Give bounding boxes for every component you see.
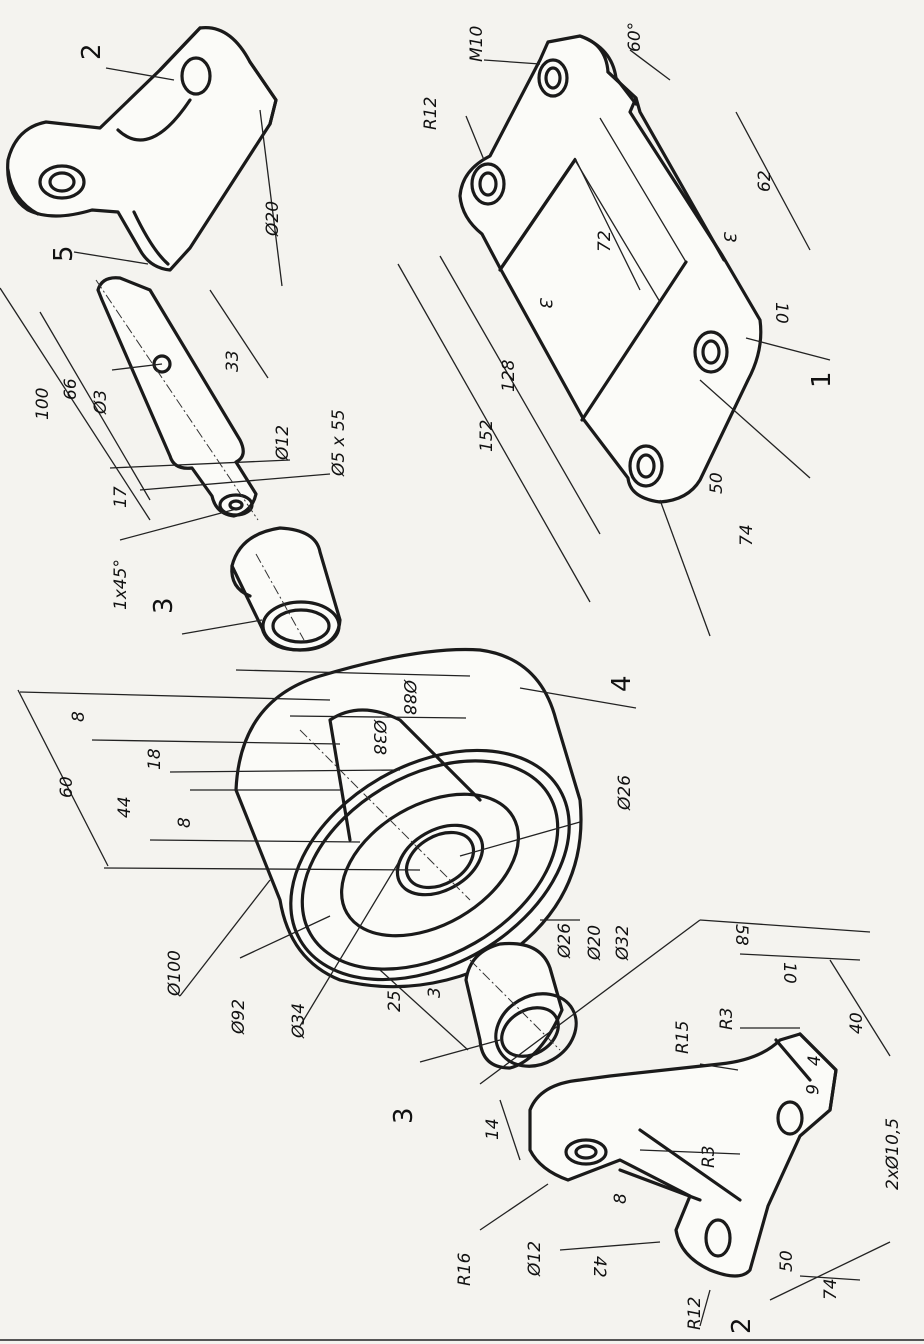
- bushing-lower: [379, 919, 580, 1070]
- dim-label: Ø20: [263, 201, 283, 237]
- dim-label: Ø3: [91, 390, 111, 415]
- dim-label: Ø12: [525, 1241, 545, 1277]
- dim-label: 58: [731, 924, 751, 946]
- dim-label: 60: [57, 776, 77, 798]
- dim-label: 6: [801, 1084, 821, 1095]
- dim-label: R15: [673, 1021, 693, 1054]
- dim-label: 3: [535, 298, 555, 309]
- dim-label: 72: [595, 230, 615, 252]
- part-number-4: 4: [607, 675, 637, 692]
- dim-label: 50: [777, 1250, 797, 1272]
- part-number-3-upper: 3: [149, 597, 179, 614]
- dim-label: Ø32: [613, 925, 633, 961]
- part-number-3-lower: 3: [389, 1107, 419, 1124]
- dim-label: Ø26: [615, 775, 635, 811]
- dim-label: 74: [821, 1278, 841, 1300]
- dim-label: 8: [175, 817, 195, 828]
- dim-label: Ø5 x 55: [329, 409, 349, 477]
- dim-label: 1x45°: [111, 559, 131, 610]
- part-number-2-bottom: 2: [727, 1317, 757, 1334]
- dim-label: Ø34: [289, 1003, 309, 1039]
- dim-label: Ø38: [369, 719, 389, 755]
- dim-label: Ø26: [555, 923, 575, 959]
- dim-label: 50: [707, 472, 727, 494]
- dim-label: 40: [847, 1012, 867, 1034]
- dim-label: Ø92: [229, 999, 249, 1035]
- dim-label: 14: [483, 1118, 503, 1140]
- base-plate: [397, 34, 831, 637]
- dim-label: 18: [145, 748, 165, 770]
- dim-label: R12: [421, 97, 441, 130]
- dim-label: 152: [477, 420, 497, 452]
- dim-label: 33: [223, 350, 243, 372]
- dim-label: 128: [499, 359, 519, 392]
- dim-label: 2xØ10,5: [883, 1118, 903, 1190]
- dim-label: 8: [611, 1193, 631, 1204]
- bushing-upper: [181, 526, 342, 652]
- shaft: [0, 109, 331, 541]
- dim-label: R3: [699, 1145, 719, 1168]
- dim-label: 74: [737, 524, 757, 546]
- dim-label: 44: [115, 796, 135, 818]
- dim-label: 100: [33, 388, 53, 420]
- bracket-bottom: [479, 919, 891, 1327]
- dim-label: 3: [719, 232, 739, 243]
- part-number-1: 1: [807, 371, 837, 388]
- dim-label: R3: [717, 1007, 737, 1030]
- part-number-5: 5: [49, 245, 79, 262]
- part-number-2-top: 2: [77, 43, 107, 60]
- dim-label: 10: [779, 962, 799, 984]
- dim-label: 25: [385, 990, 405, 1012]
- dim-label: Ø88: [399, 679, 419, 715]
- dim-label: 60°: [625, 22, 645, 52]
- dim-label: 17: [111, 486, 131, 508]
- dim-label: 8: [69, 711, 89, 722]
- dim-label: Ø20: [585, 925, 605, 961]
- dim-label: Ø12: [273, 425, 293, 461]
- dim-label: R16: [455, 1252, 475, 1286]
- roller: [17, 647, 637, 1027]
- dim-label: 62: [755, 170, 775, 192]
- dim-label: M10: [467, 26, 487, 62]
- dim-label: Ø100: [165, 950, 185, 997]
- bracket-top: [6, 26, 278, 272]
- dim-label: 42: [589, 1256, 609, 1278]
- dim-label: 10: [771, 302, 791, 324]
- dim-label: R12: [685, 1297, 705, 1330]
- dim-label: 66: [61, 378, 81, 400]
- dim-label: 3: [425, 987, 445, 998]
- dim-label: 4: [805, 1055, 825, 1066]
